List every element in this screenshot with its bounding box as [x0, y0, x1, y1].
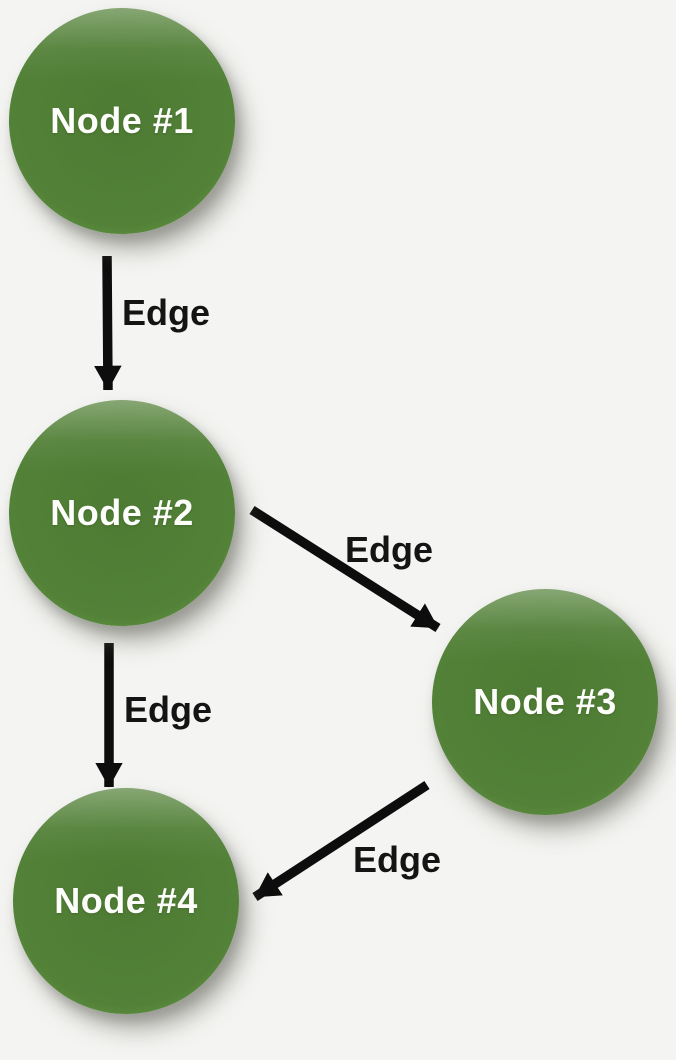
node-4-label: Node #4	[54, 880, 198, 921]
node-3-label: Node #3	[473, 681, 617, 722]
graph-node-3[interactable]: Node #3	[432, 589, 658, 815]
edge-label-node2-node3: Edge	[345, 529, 434, 570]
edge-label-node3-node4: Edge	[353, 839, 442, 880]
edge-label-node2-node4: Edge	[124, 689, 213, 730]
node-1-label: Node #1	[50, 100, 194, 141]
edge-arrow-node3-node4[interactable]	[252, 781, 430, 901]
edge-arrow-node2-node3[interactable]	[249, 505, 441, 633]
graph-node-1[interactable]: Node #1	[9, 8, 235, 234]
graph-node-2[interactable]: Node #2	[9, 400, 235, 626]
node-2-label: Node #2	[50, 492, 194, 533]
graph-node-4[interactable]: Node #4	[13, 788, 239, 1014]
edge-arrow-node1-node2[interactable]	[94, 255, 122, 391]
edge-label-node1-node2: Edge	[122, 292, 211, 333]
